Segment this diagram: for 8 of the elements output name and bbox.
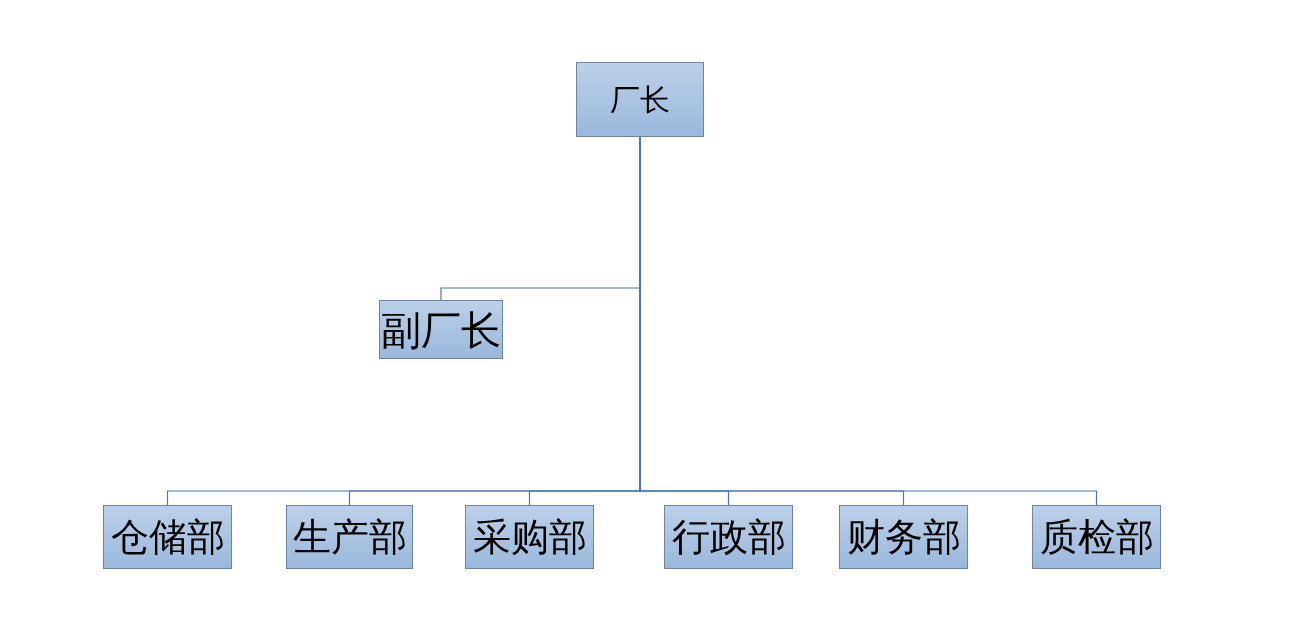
position-box: 生产部: [286, 505, 413, 569]
position-box: 采购部: [465, 505, 594, 569]
position-box: 财务部: [839, 505, 968, 569]
position-box: 厂长: [576, 62, 704, 137]
position-box: 行政部: [664, 505, 793, 569]
position-box: 质检部: [1032, 505, 1161, 569]
position-box: 副厂长: [379, 300, 503, 359]
position-box: 仓储部: [103, 505, 232, 569]
